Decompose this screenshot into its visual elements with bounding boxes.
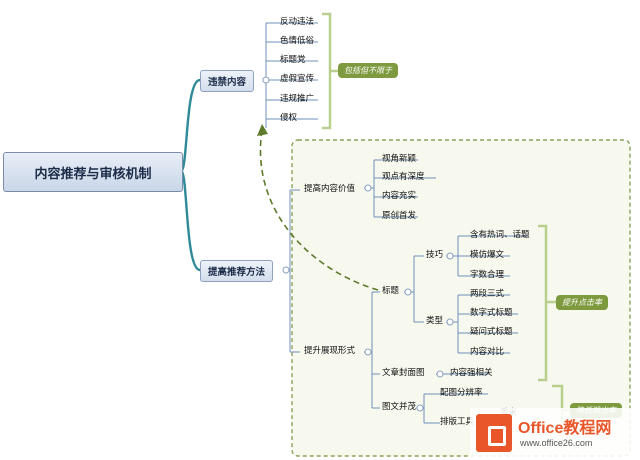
node-types[interactable]: 类型	[426, 316, 444, 326]
prohibited-item[interactable]: 虚假宣传	[280, 74, 315, 84]
watermark-title: Office教程网	[518, 420, 612, 437]
prohibited-item[interactable]: 侵权	[280, 113, 298, 123]
node-improve-display[interactable]: 提升展现形式	[304, 346, 356, 356]
summary-tag-prohibited[interactable]: 包括但不限于	[338, 63, 398, 78]
node-layout[interactable]: 图文并茂	[382, 402, 417, 412]
node-skills[interactable]: 技巧	[426, 250, 444, 260]
layout-item[interactable]: 排版工具	[440, 417, 475, 427]
layout-item[interactable]: 配图分辨率	[440, 388, 483, 398]
summary-tag-click[interactable]: 提升点击率	[556, 295, 608, 310]
types-item[interactable]: 内容对比	[470, 347, 505, 357]
value-item[interactable]: 内容充实	[382, 191, 417, 201]
prohibited-connectors	[264, 22, 318, 128]
skills-item[interactable]: 含有热词、话题	[470, 230, 530, 240]
prohibited-item[interactable]: 标题党	[280, 55, 306, 65]
value-item[interactable]: 视角新颖	[382, 154, 417, 164]
root-connectors	[179, 78, 201, 272]
value-item[interactable]: 原创首发	[382, 211, 417, 221]
node-improve-value[interactable]: 提高内容价值	[304, 184, 356, 194]
node-cover[interactable]: 文章封面图	[382, 368, 425, 378]
root-node[interactable]: 内容推荐与审核机制	[3, 152, 183, 192]
watermark-url: www.office26.com	[520, 438, 593, 448]
branch-prohibited[interactable]: 违禁内容	[200, 70, 255, 92]
collapse-circle-icon[interactable]	[262, 76, 454, 412]
node-title[interactable]: 标题	[382, 286, 400, 296]
branch-improve[interactable]: 提高推荐方法	[200, 260, 274, 282]
skills-item[interactable]: 字数合理	[470, 270, 505, 280]
cover-item[interactable]: 内容强相关	[450, 368, 493, 378]
prohibited-item[interactable]: 反动违法	[280, 17, 315, 27]
improve-connectors	[283, 159, 528, 424]
types-item[interactable]: 数字式标题	[470, 308, 513, 318]
office-logo-icon	[476, 414, 512, 452]
prohibited-item[interactable]: 色情低俗	[280, 36, 315, 46]
skills-item[interactable]: 模仿爆文	[470, 250, 505, 260]
types-item[interactable]: 两段三式	[470, 289, 505, 299]
prohibited-item[interactable]: 违规推广	[280, 94, 315, 104]
watermark: Office教程网 www.office26.com	[470, 408, 640, 460]
dashed-link-arrow-icon	[257, 124, 379, 291]
types-item[interactable]: 疑问式标题	[470, 327, 513, 337]
value-item[interactable]: 观点有深度	[382, 172, 425, 182]
